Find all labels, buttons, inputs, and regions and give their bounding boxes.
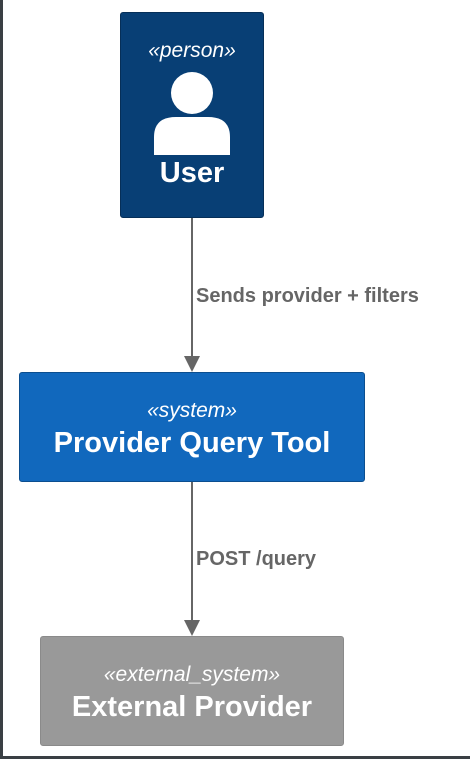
person-icon [154,72,230,155]
person-node-user[interactable]: «person» User [120,12,264,218]
arrowhead-system-to-external [184,620,200,636]
system-name: Provider Query Tool [53,427,331,459]
edge-label-post-query: POST /query [196,548,317,570]
external-name: External Provider [71,691,313,723]
edge-label-sends-provider: Sends provider + filters [196,285,419,307]
window-left-border [0,0,3,759]
window-bottom-border [0,756,470,759]
system-node-provider-query-tool[interactable]: «system» Provider Query Tool [19,372,365,482]
person-stereotype: «person» [148,39,236,62]
external-node-provider[interactable]: «external_system» External Provider [40,636,344,746]
system-stereotype: «system» [147,399,237,422]
arrowhead-user-to-system [184,356,200,372]
external-stereotype: «external_system» [103,663,281,686]
person-name: User [159,157,225,189]
